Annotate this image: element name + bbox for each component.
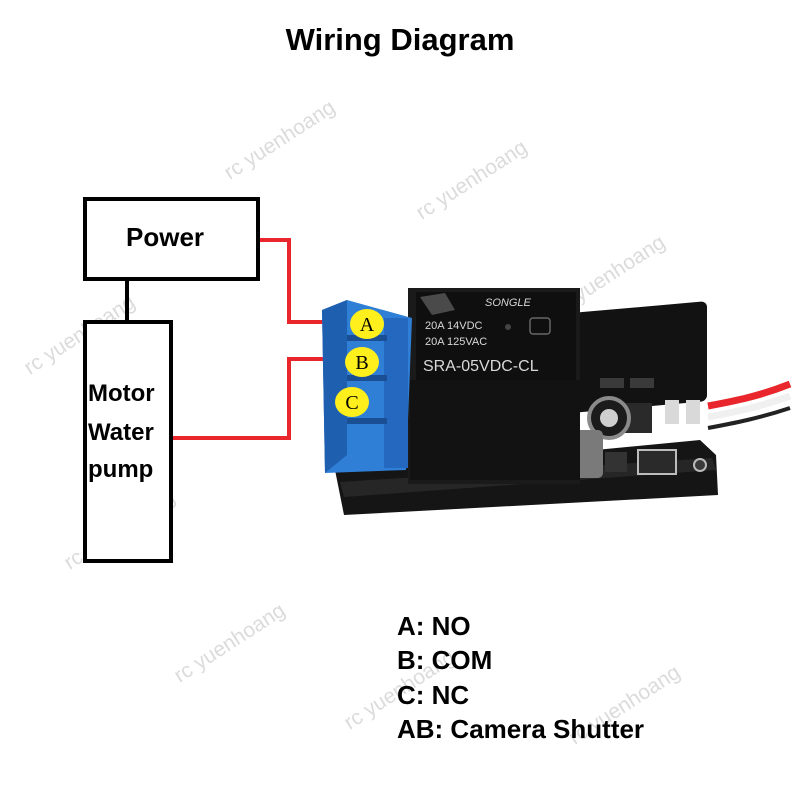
power-box	[83, 197, 260, 281]
relay-model: SRA-05VDC-CL	[423, 358, 539, 375]
terminal-a: A	[350, 309, 384, 339]
motor-label-line3: pump	[88, 456, 154, 483]
relay: SONGLE 20A 14VDC 20A 125VAC SRA-05VDC-CL	[408, 288, 580, 484]
motor-box	[83, 320, 173, 563]
terminal-c: C	[335, 387, 369, 417]
motor-label-line2: Water	[88, 419, 154, 446]
relay-rating-1: 20A 14VDC	[425, 320, 483, 332]
relay-rating-2: 20A 125VAC	[425, 336, 487, 348]
legend-c: C: NC	[397, 680, 470, 710]
power-label: Power	[126, 222, 205, 252]
wire-motor-to-b	[173, 357, 350, 440]
terminal-a-label: A	[360, 314, 375, 336]
relay-brand: SONGLE	[485, 297, 532, 309]
terminal-b-label: B	[355, 352, 368, 374]
diagram-title: Wiring Diagram	[285, 22, 515, 57]
terminal-b: B	[345, 347, 379, 377]
terminal-c-label: C	[345, 392, 358, 414]
motor-label-line1: Motor	[88, 380, 155, 407]
legend-a: A: NO	[397, 611, 471, 641]
wire-power-to-a	[260, 238, 350, 324]
relay-brand-logo	[420, 293, 455, 315]
legend-ab: AB: Camera Shutter	[397, 714, 645, 744]
legend-b: B: COM	[397, 645, 493, 675]
terminal-block	[322, 300, 412, 473]
